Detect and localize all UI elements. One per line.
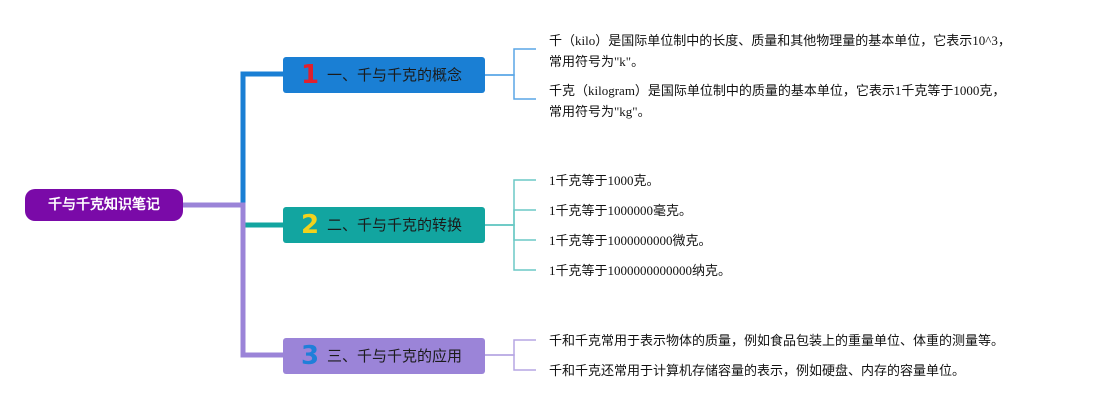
leaf-application-storage[interactable]: 千和千克还常用于计算机存储容量的表示，例如硬盘、内存的容量单位。	[549, 363, 966, 378]
connector-root-branch1	[183, 71, 283, 208]
leaf-application-mass[interactable]: 千和千克常用于表示物体的质量，例如食品包装上的重量单位、体重的测量等。	[549, 333, 1005, 348]
leaf-conversion-microgram[interactable]: 1千克等于1000000000微克。	[549, 233, 712, 248]
connector-branch3-leaf1	[485, 339, 536, 356]
branch-concept-label: 一、千与千克的概念	[327, 66, 463, 84]
number-2-icon: 2	[301, 210, 320, 240]
number-3-icon: 3	[301, 341, 320, 371]
leaf-concept-kilo[interactable]: 千（kilo）是国际单位制中的长度、质量和其他物理量的基本单位，它表示10^3，…	[549, 30, 1011, 72]
leaf-concept-kilogram[interactable]: 千克（kilogram）是国际单位制中的质量的基本单位，它表示1千克等于1000…	[549, 80, 1005, 122]
branch-concept[interactable]: 1 一、千与千克的概念	[283, 57, 485, 93]
root-label: 千与千克知识笔记	[48, 197, 160, 213]
leaf-conversion-milligram[interactable]: 1千克等于1000000毫克。	[549, 203, 693, 218]
leaf-line: 常用符号为"k"。	[549, 54, 645, 69]
connector-branch1-leaf2	[485, 74, 536, 100]
connector-branch1-leaf1	[485, 48, 536, 76]
leaf-line: 千克（kilogram）是国际单位制中的质量的基本单位，它表示1千克等于1000…	[549, 83, 1006, 98]
connector-branch2-leaf1	[485, 179, 536, 226]
leaf-conversion-gram[interactable]: 1千克等于1000克。	[549, 173, 660, 188]
leaf-line: 千（kilo）是国际单位制中的长度、质量和其他物理量的基本单位，它表示10^3，	[549, 33, 1011, 48]
number-1-icon: 1	[301, 60, 320, 90]
connector-branch2-leaf4	[485, 224, 536, 271]
connector-branch2-leaf3	[485, 224, 536, 241]
leaf-conversion-nanogram[interactable]: 1千克等于1000000000000纳克。	[549, 263, 732, 278]
connector-branch3-leaf2	[485, 354, 536, 371]
root-node[interactable]: 千与千克知识笔记	[25, 189, 183, 221]
connector-root-branch2	[183, 202, 283, 228]
branch-application-label: 三、千与千克的应用	[327, 347, 463, 365]
branch-application[interactable]: 3 三、千与千克的应用	[283, 338, 485, 374]
leaf-line: 常用符号为"kg"。	[549, 104, 651, 119]
branch-conversion[interactable]: 2 二、千与千克的转换	[283, 207, 485, 243]
connector-branch2-leaf2	[485, 209, 536, 226]
branch-conversion-label: 二、千与千克的转换	[327, 216, 463, 234]
